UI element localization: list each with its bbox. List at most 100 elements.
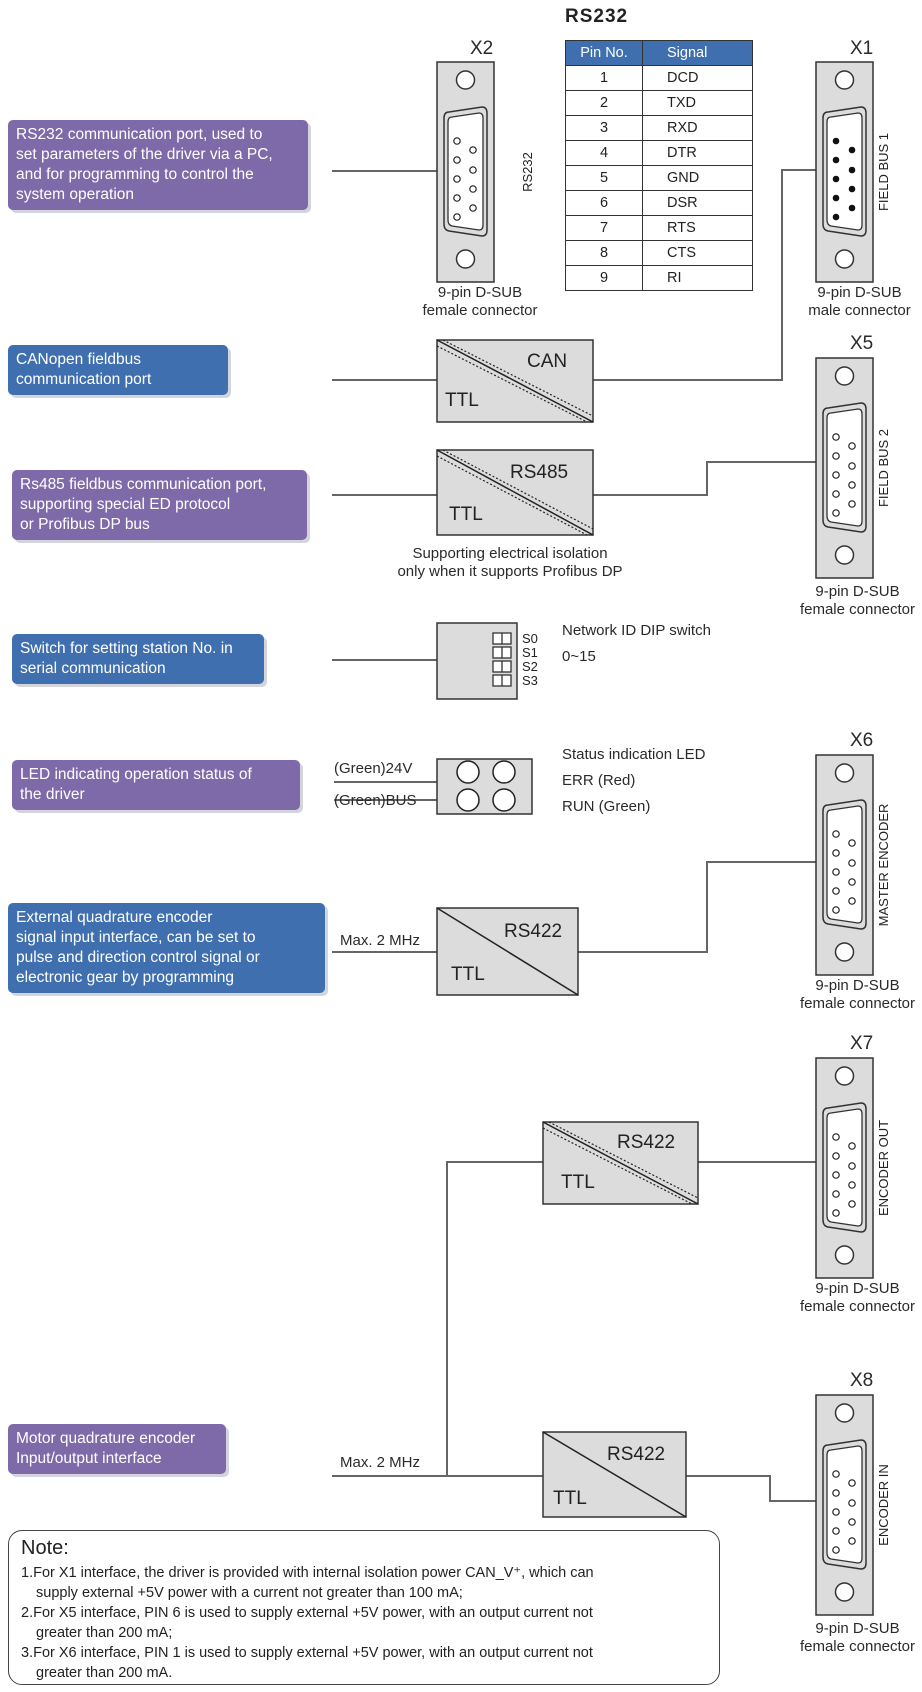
led-err-label: ERR (Red): [562, 772, 636, 789]
pin-number: 9: [565, 265, 643, 291]
led-24v: [456, 760, 480, 784]
pin: [848, 1200, 856, 1208]
pin-number: 6: [565, 190, 643, 216]
led-24v-label: (Green)24V: [334, 760, 413, 777]
pin: [832, 1470, 840, 1478]
dip-switch-range: 0~15: [562, 648, 596, 665]
pin: [469, 204, 477, 212]
transceiver-top-label: RS485: [510, 462, 568, 483]
pin: [832, 509, 840, 517]
mounting-hole-bottom: [834, 249, 855, 269]
pin: [832, 849, 840, 857]
pin: [832, 1152, 840, 1160]
connector-x5: FIELD BUS 2: [815, 357, 891, 579]
pin-signal: GND: [642, 165, 753, 191]
transceiver-top-label: RS422: [607, 1444, 665, 1465]
pin-number: 2: [565, 90, 643, 116]
dip-s2-label: S2: [522, 659, 538, 674]
pin: [832, 137, 840, 145]
connector-x2-name: X2: [470, 38, 494, 59]
pin: [832, 1508, 840, 1516]
pin: [848, 897, 856, 905]
connector-side-label: FIELD BUS 2: [876, 429, 891, 507]
connector-x1-name: X1: [850, 38, 874, 59]
connector-side-label: ENCODER IN: [876, 1464, 891, 1546]
mounting-hole-top: [455, 70, 476, 90]
pin: [832, 868, 840, 876]
led-err: [492, 760, 516, 784]
pin-number: 1: [565, 65, 643, 91]
dip-switch: S0 S1 S2 S3: [436, 622, 538, 700]
signal-header: Signal: [642, 40, 753, 66]
transceiver-top-label: RS422: [617, 1132, 675, 1153]
led-bus-label: (Green)BUS: [334, 792, 417, 809]
note-title: Note:: [21, 1537, 69, 1559]
dip-s3-label: S3: [522, 673, 538, 688]
pin: [848, 1499, 856, 1507]
pin: [848, 1181, 856, 1189]
pin-number: 5: [565, 165, 643, 191]
pin: [848, 204, 856, 212]
connector-x8-name: X8: [850, 1370, 874, 1391]
transceiver-bottom-label: TTL: [451, 964, 485, 985]
motor-encoder-description: Motor quadrature encoder Input/output in…: [8, 1424, 226, 1474]
pin: [832, 1190, 840, 1198]
mounting-hole-top: [834, 366, 855, 386]
note-item-1: 1.For X1 interface, the driver is provid…: [21, 1565, 594, 1601]
mounting-hole-top: [834, 1066, 855, 1086]
connector-x6: MASTER ENCODER: [815, 754, 891, 976]
pin: [848, 146, 856, 154]
pin: [848, 500, 856, 508]
transceiver-bottom-label: TTL: [445, 390, 479, 411]
rs485-port-description: Rs485 fieldbus communication port, suppo…: [12, 470, 307, 540]
mounting-hole-bottom: [455, 249, 476, 269]
pin: [848, 1479, 856, 1487]
pin: [453, 156, 461, 164]
connector-x8: ENCODER IN: [815, 1394, 891, 1616]
dip-s1-label: S1: [522, 645, 538, 660]
pin: [453, 175, 461, 183]
pin-signal: RI: [642, 265, 753, 291]
transceiver-bottom-label: TTL: [561, 1172, 595, 1193]
pin-number: 8: [565, 240, 643, 266]
pin: [848, 442, 856, 450]
transceiver-bottom-label: TTL: [553, 1488, 587, 1509]
pin: [832, 471, 840, 479]
pin: [848, 185, 856, 193]
pin: [469, 166, 477, 174]
connector-side-label: ENCODER OUT: [876, 1120, 891, 1216]
connector-x1: FIELD BUS 1: [815, 61, 891, 283]
led-title: Status indication LED: [562, 746, 706, 763]
led-bus: [456, 788, 480, 812]
pin: [832, 213, 840, 221]
pin-no-header: Pin No.: [565, 40, 643, 66]
external-encoder-description: External quadrature encoder signal input…: [8, 903, 325, 993]
mounting-hole-bottom: [834, 942, 855, 962]
connector-x7-name: X7: [850, 1033, 874, 1054]
connector-side-label: RS232: [520, 152, 535, 192]
pin-signal: CTS: [642, 240, 753, 266]
connector-x2: RS232: [436, 61, 535, 283]
transceiver-bottom-label: TTL: [449, 504, 483, 525]
status-led-panel: [436, 758, 533, 815]
pin: [848, 1162, 856, 1170]
pin: [832, 887, 840, 895]
canopen-port-description: CANopen fieldbus communication port: [8, 345, 228, 395]
pin: [832, 452, 840, 460]
mounting-hole-bottom: [834, 1245, 855, 1265]
pin: [832, 433, 840, 441]
pin: [832, 194, 840, 202]
max-frequency-motor: Max. 2 MHz: [340, 1454, 421, 1471]
pin: [848, 839, 856, 847]
pin-number: 3: [565, 115, 643, 141]
